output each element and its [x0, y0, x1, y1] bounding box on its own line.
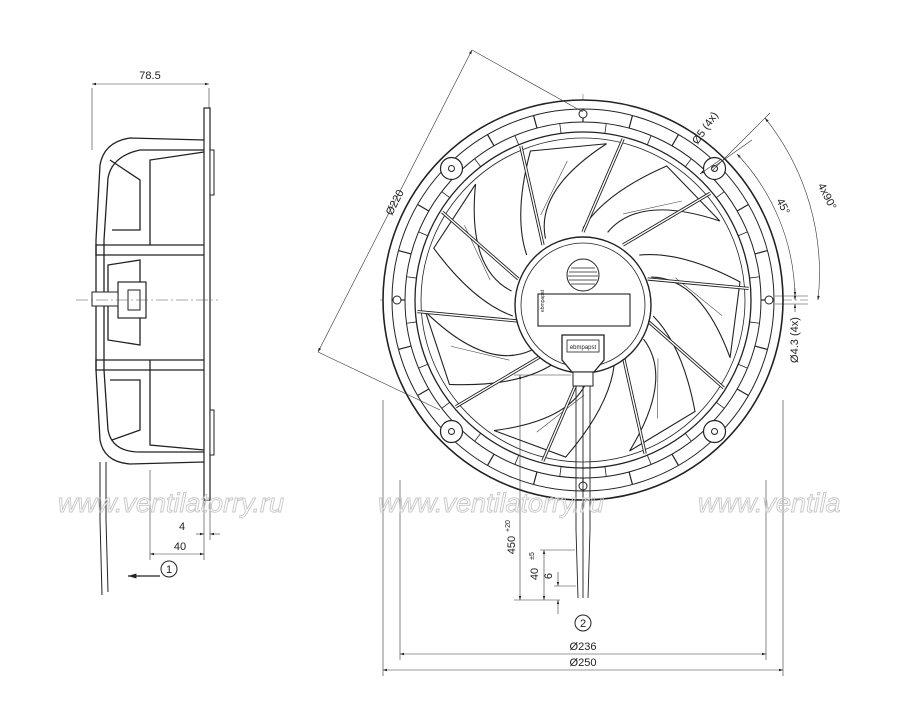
dim-strip-length-tol: ±5 [529, 552, 536, 560]
dim-cable-length: 450 [506, 536, 518, 554]
side-cable [99, 462, 109, 596]
connector-brand-label: ebmpapst [570, 345, 597, 351]
rotor-cap [566, 258, 600, 292]
svg-text:2: 2 [580, 618, 586, 630]
front-view: ebmpapst ebmpapst Ø220 Ø5 (4x) 45° 4x90°… [317, 49, 839, 676]
dim-cable-length-tol: +20 [505, 520, 512, 532]
dim-angle-45: 45° [774, 197, 792, 217]
dim-diameter-250: Ø250 [570, 657, 597, 669]
dim-angle-4x90: 4x90° [815, 181, 839, 212]
dim-strip-end: 6 [543, 573, 555, 579]
dim-depth: 78.5 [139, 70, 160, 82]
dim-strip-length: 40 [529, 568, 541, 580]
callout-2 [574, 614, 592, 632]
dim-hole-43: Ø4.3 (4x) [789, 317, 801, 363]
side-view: 78.5 [76, 70, 220, 596]
watermark-text-1: www.ventilatorry.ru [58, 488, 284, 518]
front-cable [575, 386, 591, 599]
label-plate [537, 293, 631, 327]
dim-flange-thickness: 4 [179, 521, 185, 533]
watermark-text-3: www.ventila [698, 488, 841, 518]
watermark: www.ventilatorry.ru www.ventilatorry.ru … [58, 488, 841, 519]
dim-diameter-236: Ø236 [570, 641, 597, 653]
svg-text:1: 1 [166, 564, 172, 576]
dim-mount-depth: 40 [174, 541, 186, 553]
label-text: ebmpapst [540, 289, 546, 312]
flange-plate [203, 107, 211, 501]
watermark-text-2: www.ventilatorry.ru [378, 488, 604, 518]
callout-1 [160, 560, 178, 578]
